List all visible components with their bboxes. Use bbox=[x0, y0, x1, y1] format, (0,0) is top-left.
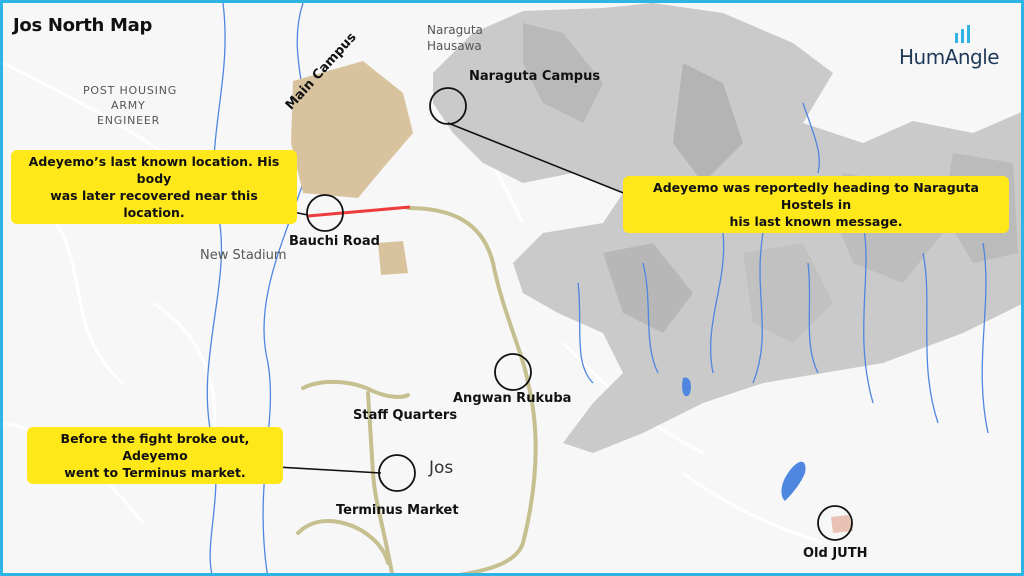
label-staff-quarters: Staff Quarters bbox=[353, 408, 458, 423]
old-juth-marker[interactable] bbox=[817, 505, 853, 541]
main-campus-area bbox=[291, 61, 413, 198]
callout-last-known-location: Adeyemo’s last known location. His body … bbox=[11, 150, 297, 224]
naraguta-campus-marker[interactable] bbox=[429, 87, 467, 125]
place-new-stadium: New Stadium bbox=[200, 248, 287, 263]
callout-last-known-line2: was later recovered near this location. bbox=[50, 188, 258, 220]
callout-heading-line2: his last known message. bbox=[729, 214, 903, 229]
pond bbox=[682, 377, 691, 397]
signal-bars-icon bbox=[955, 25, 970, 43]
label-terminus-market: Terminus Market bbox=[336, 503, 459, 518]
map-title: Jos North Map bbox=[13, 15, 153, 36]
place-post-housing: POST HOUSING bbox=[83, 84, 178, 97]
brand-name: HumAngle bbox=[899, 45, 1000, 69]
label-old-juth: Old JUTH bbox=[803, 546, 868, 561]
campus-annex-area bbox=[378, 241, 408, 275]
streams bbox=[206, 3, 989, 573]
label-bauchi-road: Bauchi Road bbox=[289, 234, 380, 249]
callout-fight-line1: Before the fight broke out, Adeyemo bbox=[60, 431, 250, 463]
humangle-logo: HumAngle bbox=[899, 25, 1009, 75]
bauchi-road-marker[interactable] bbox=[306, 194, 344, 232]
terminus-market-marker[interactable] bbox=[378, 454, 416, 492]
label-angwan-rukuba: Angwan Rukuba bbox=[453, 391, 572, 406]
callout-heading-line1: Adeyemo was reportedly heading to Naragu… bbox=[653, 180, 979, 212]
angwan-rukuba-marker[interactable] bbox=[494, 353, 532, 391]
old-juth-area bbox=[831, 515, 853, 533]
lake bbox=[781, 461, 806, 501]
place-engineer: ENGINEER bbox=[97, 114, 161, 127]
callout-last-known-line1: Adeyemo’s last known location. His body bbox=[28, 154, 280, 186]
callout-before-fight: Before the fight broke out, Adeyemo went… bbox=[27, 427, 283, 484]
route-highlight bbox=[307, 205, 411, 218]
label-naraguta-campus: Naraguta Campus bbox=[469, 69, 601, 84]
callout-heading-to-naraguta: Adeyemo was reportedly heading to Naragu… bbox=[623, 176, 1009, 233]
place-jos: Jos bbox=[429, 458, 454, 478]
callout-fight-line2: went to Terminus market. bbox=[64, 465, 246, 480]
place-naraguta: Naraguta bbox=[427, 23, 483, 37]
place-hausawa: Hausawa bbox=[427, 39, 482, 53]
place-army: ARMY bbox=[111, 99, 146, 112]
